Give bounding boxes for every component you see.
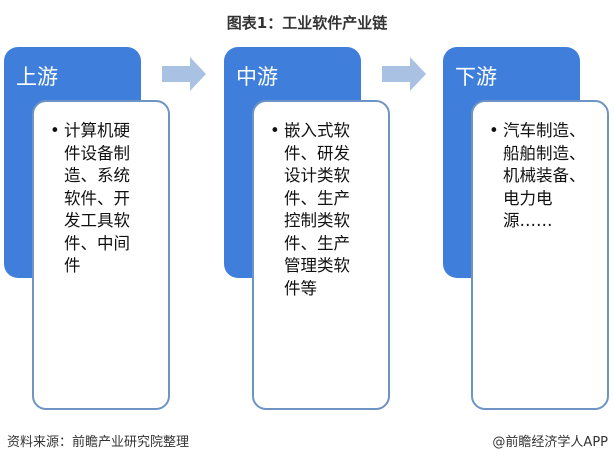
card-text-line: 机械装备、 <box>489 165 601 188</box>
line-text: 件、研发 <box>284 143 350 163</box>
diagram-title: 图表1：工业软件产业链 <box>226 14 388 32</box>
line-text: 嵌入式软 <box>284 121 350 140</box>
card-text-line: 造、系统 <box>50 165 162 188</box>
card-text-line: 件、生产 <box>270 188 382 211</box>
line-text: 设计类软 <box>284 166 350 185</box>
card-text-line: 发工具软 <box>50 210 162 233</box>
card-downstream: •汽车制造、船舶制造、机械装备、电力电源…… <box>471 100 609 410</box>
line-text: 发工具软 <box>64 211 130 230</box>
line-text: 管理类软 <box>284 256 350 275</box>
bullet: • <box>489 121 499 140</box>
line-text: 控制类软 <box>284 211 350 230</box>
card-midstream: •嵌入式软件、研发设计类软件、生产控制类软件、生产管理类软件等 <box>252 100 390 410</box>
stage-label: 中游 <box>236 65 278 89</box>
line-text: 造、系统 <box>64 166 130 185</box>
line-text: 计算机硬 <box>64 121 130 140</box>
card-text-line: 源…… <box>489 210 601 233</box>
bullet: • <box>270 121 280 140</box>
line-text: 软件、开 <box>64 188 130 208</box>
stage-label: 下游 <box>455 65 497 89</box>
card-text-line: 件、生产 <box>270 233 382 256</box>
card-text-line: 控制类软 <box>270 210 382 233</box>
stage-label: 上游 <box>16 65 58 89</box>
line-text: 源…… <box>503 211 553 230</box>
line-text: 件、生产 <box>284 188 350 208</box>
arrow-right-icon <box>162 57 206 91</box>
line-text: 机械装备、 <box>503 166 586 185</box>
card-text-line: 件、中间 <box>50 233 162 256</box>
line-text: 件等 <box>284 278 317 298</box>
bullet: • <box>50 121 60 140</box>
card-text-line: 船舶制造、 <box>489 143 601 166</box>
line-text: 件 <box>64 256 81 275</box>
line-text: 汽车制造、 <box>503 121 586 140</box>
arrow-right-icon <box>382 57 426 91</box>
line-text: 电力电 <box>503 188 553 208</box>
line-text: 件、中间 <box>64 233 130 253</box>
card-text-line: 件等 <box>270 278 382 301</box>
card-text-line: 管理类软 <box>270 255 382 278</box>
card-text-line: 电力电 <box>489 188 601 211</box>
card-text-line: 件设备制 <box>50 143 162 166</box>
card-text-line: •汽车制造、 <box>489 120 601 143</box>
card-text-line: 设计类软 <box>270 165 382 188</box>
card-text-line: •计算机硬 <box>50 120 162 143</box>
card-text-line: •嵌入式软 <box>270 120 382 143</box>
card-text-line: 软件、开 <box>50 188 162 211</box>
line-text: 件、生产 <box>284 233 350 253</box>
source-note: 资料来源：前瞻产业研究院整理 <box>7 435 190 450</box>
card-text-line: 件、研发 <box>270 143 382 166</box>
line-text: 件设备制 <box>64 143 130 163</box>
credit-note: @前瞻经济学人APP <box>492 435 608 450</box>
card-upstream: •计算机硬件设备制造、系统软件、开发工具软件、中间件 <box>32 100 170 410</box>
card-text-line: 件 <box>50 255 162 278</box>
line-text: 船舶制造、 <box>503 143 586 163</box>
